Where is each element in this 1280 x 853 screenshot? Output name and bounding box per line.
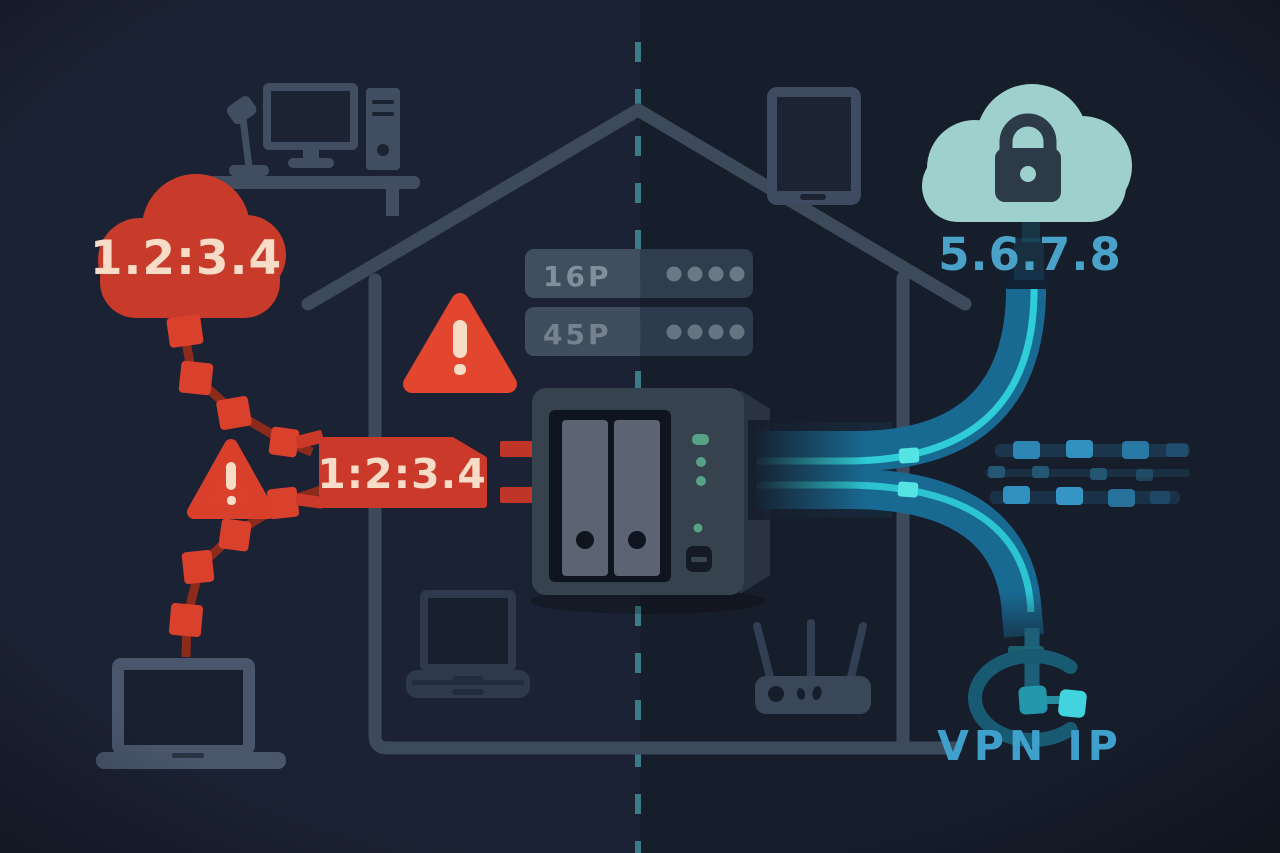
vignette-overlay	[0, 0, 1280, 853]
illustration-canvas: 16P 45P	[0, 0, 1280, 853]
